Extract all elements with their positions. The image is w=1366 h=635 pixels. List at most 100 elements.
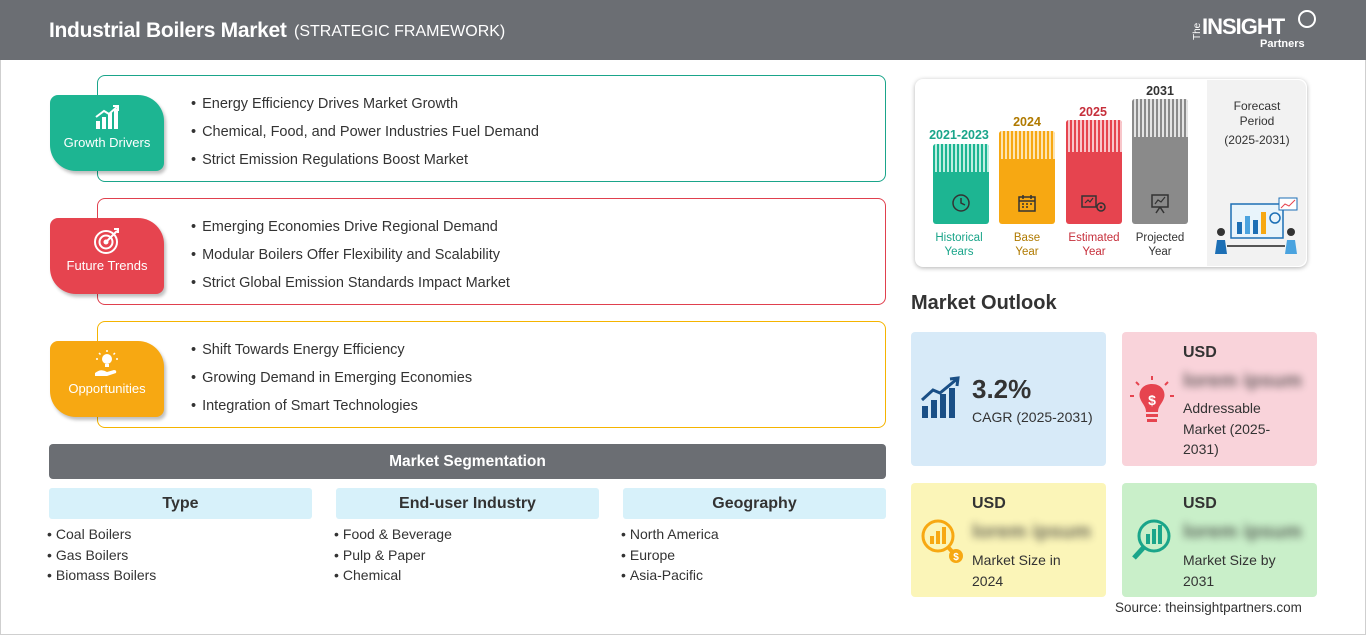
timeline-label-line: Base [1013,232,1041,244]
size-2024-label: Market Size in 2024 [972,550,1061,591]
forecast-label-line: Forecast [1233,99,1281,113]
list-item: Energy Efficiency Drives Market Growth [191,94,539,122]
timeline-label-line: Historical [935,232,983,244]
badge-label: Future Trends [66,258,148,273]
forecast-label-line: Period [1239,114,1275,128]
growth-chart-icon [920,376,960,418]
size-2024-currency: USD [972,495,1006,512]
chart-growth-icon [95,105,119,129]
timeline-bar-estimated [1066,120,1122,224]
svg-text:$: $ [1148,392,1156,408]
timeline-year-historical: 2021-2023 [929,128,989,142]
addressable-label: Addressable Market (2025- 2031) [1183,398,1270,460]
growth-drivers-list: Energy Efficiency Drives Market Growth C… [191,94,539,178]
list-item: Asia-Pacific [621,566,719,587]
segment-header-geography: Geography [623,488,886,519]
bar-stripes [999,131,1055,159]
future-trends-badge: Future Trends [50,218,164,294]
history-clock-icon [952,194,970,212]
segment-list-type: Coal Boilers Gas Boilers Biomass Boilers [47,525,156,587]
timeline-label-line: Year [1148,246,1172,258]
page-subtitle: (STRATEGIC FRAMEWORK) [294,23,506,40]
projection-board-icon [1151,194,1169,214]
list-item: Emerging Economies Drive Regional Demand [191,217,510,245]
list-item: Coal Boilers [47,525,156,546]
opportunities-badge: Opportunities [50,341,164,417]
size-2024-value: lorem ipsum [972,521,1091,543]
size-2024-label-line: 2024 [972,572,1004,589]
bar-stripes [1132,99,1188,137]
addressable-currency: USD [1183,344,1217,361]
timeline-label-line: Years [944,246,974,258]
lightbulb-hand-icon [95,350,118,376]
addressable-label-line: Market (2025- [1183,420,1271,437]
timeline-year-base: 2024 [1013,115,1041,129]
magnifier-chart-icon [1132,519,1171,560]
timeline-label-line: Estimated [1068,232,1120,244]
badge-label: Opportunities [68,381,146,396]
market-outlook-title: Market Outlook [911,292,1057,314]
addressable-label-line: Addressable [1183,400,1261,416]
timeline-label-line: Year [1082,246,1106,258]
timeline-year-projected: 2031 [1146,84,1174,98]
size-2031-label: Market Size by 2031 [1183,550,1276,591]
list-item: Gas Boilers [47,546,156,567]
list-item: Strict Emission Regulations Boost Market [191,150,539,178]
size-2031-label-line: Market Size by [1183,552,1276,568]
list-item: Growing Demand in Emerging Economies [191,368,472,396]
svg-text:$: $ [953,552,959,563]
logo-insight: INSIGHT [1202,14,1285,39]
timeline-bar-historical [933,144,989,224]
source-note[interactable]: Source: theinsightpartners.com [1115,600,1302,615]
timeline-label-estimated: Estimated Year [1054,231,1134,259]
addressable-label-line: 2031) [1183,441,1219,457]
size-2031-currency: USD [1183,495,1217,512]
timeline-label-projected: Projected Year [1120,231,1200,259]
growth-drivers-panel: Energy Efficiency Drives Market Growth C… [97,75,886,182]
list-item: Modular Boilers Offer Flexibility and Sc… [191,245,510,273]
insight-partners-logo[interactable]: The INSIGHT Partners [1190,10,1320,54]
page-title: Industrial Boilers Market [49,19,287,42]
timeline-year-estimated: 2025 [1079,105,1107,119]
bar-stripes [933,144,989,172]
forecast-period-label: Forecast Period [1212,99,1302,129]
list-item: Shift Towards Energy Efficiency [191,340,472,368]
timeline-label-base: Base Year [987,231,1067,259]
logo-partners: Partners [1260,38,1305,50]
cagr-label: CAGR (2025-2031) [972,409,1093,425]
calendar-icon [1018,195,1036,212]
future-trends-list: Emerging Economies Drive Regional Demand… [191,217,510,301]
size-2024-label-line: Market Size in [972,552,1061,568]
analyst-dashboard-illustration [1215,197,1298,254]
list-item: Pulp & Paper [334,546,452,567]
segment-header-end-user: End-user Industry [336,488,599,519]
cagr-value: 3.2% [972,374,1032,404]
opportunities-panel: Shift Towards Energy Efficiency Growing … [97,321,886,428]
future-trends-panel: Emerging Economies Drive Regional Demand… [97,198,886,305]
segment-header-type: Type [49,488,312,519]
estimate-gear-icon [1081,195,1106,212]
list-item: North America [621,525,719,546]
timeline-bar-base [999,131,1055,224]
list-item: Integration of Smart Technologies [191,396,472,424]
list-item: Strict Global Emission Standards Impact … [191,273,510,301]
size-2031-value: lorem ipsum [1183,521,1302,543]
forecast-period-years: (2025-2031) [1224,133,1290,147]
target-icon [94,228,119,254]
opportunities-list: Shift Towards Energy Efficiency Growing … [191,340,472,424]
magnifier-dollar-icon: $ [921,519,963,563]
timeline-label-line: Year [1015,246,1039,258]
logo-ring-icon [1298,10,1316,28]
segment-list-end-user: Food & Beverage Pulp & Paper Chemical [334,525,452,587]
addressable-value: lorem ipsum [1183,370,1302,392]
idea-dollar-bulb-icon: $ [1130,376,1174,422]
list-item: Chemical [334,566,452,587]
list-item: Europe [621,546,719,567]
bar-stripes [1066,120,1122,152]
list-item: Chemical, Food, and Power Industries Fue… [191,122,539,150]
list-item: Biomass Boilers [47,566,156,587]
growth-drivers-badge: Growth Drivers [50,95,164,171]
segmentation-title: Market Segmentation [49,444,886,479]
badge-label: Growth Drivers [63,135,151,150]
timeline-label-historical: Historical Years [919,231,999,259]
